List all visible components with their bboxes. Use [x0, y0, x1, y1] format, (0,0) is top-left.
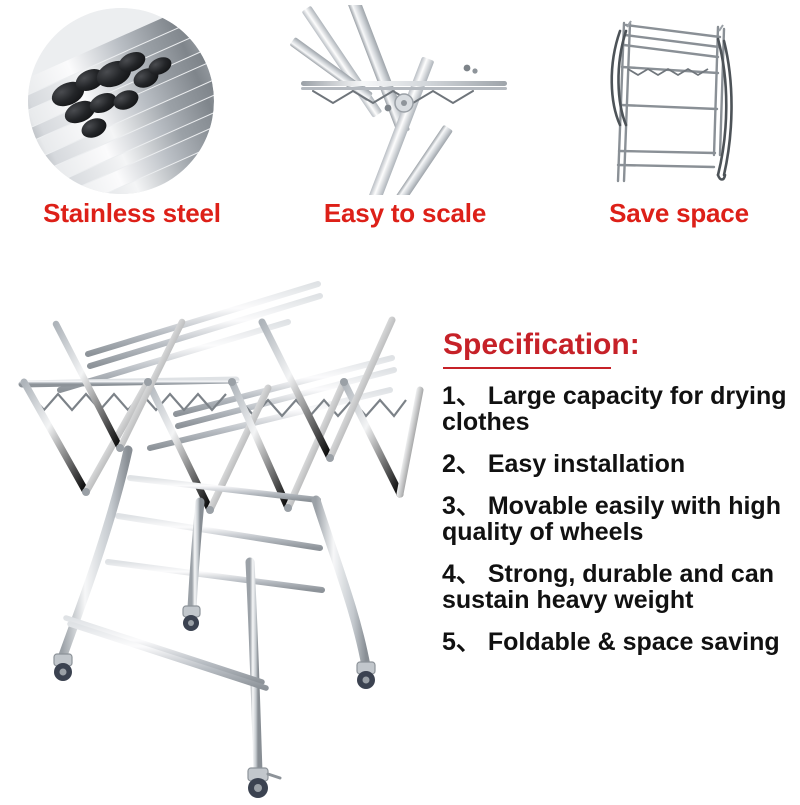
feature-cell-stainless-steel: Stainless steel — [0, 0, 272, 256]
feature-row: Stainless steel — [0, 0, 800, 256]
steel-tubes-illustration — [28, 8, 214, 194]
specification-title: Specification: — [443, 328, 640, 361]
feature-cell-save-space: Save space — [536, 0, 800, 256]
drying-rack-illustration — [18, 281, 424, 798]
spec-item-4: 4、 Strong, durable and can sustain heavy… — [442, 560, 774, 614]
stainless-steel-art — [0, 0, 272, 200]
feature-cell-easy-to-scale: Easy to scale — [272, 0, 536, 256]
caster-wheel — [53, 653, 73, 681]
spec-item-5: 5、 Foldable & space saving — [442, 628, 780, 656]
caster-wheel — [182, 605, 201, 631]
specification-underline — [443, 367, 611, 369]
save-space-art — [536, 0, 800, 200]
caster-wheel — [247, 767, 282, 798]
specification-panel: Specification: 1、 Large capacity for dry… — [440, 330, 792, 702]
feature-caption-easy-to-scale: Easy to scale — [323, 198, 487, 228]
stainless-steel-tubes-photo — [28, 8, 214, 194]
feature-caption-save-space: Save space — [609, 198, 749, 228]
folded-rack-photo — [610, 20, 733, 183]
spec-item-3: 3、 Movable easily with high quality of w… — [442, 492, 781, 546]
spec-item-1: 1、 Large capacity for drying clothes — [442, 382, 787, 436]
spec-item-2: 2、 Easy installation — [442, 450, 686, 478]
feature-caption-stainless-steel: Stainless steel — [43, 198, 221, 228]
easy-to-scale-art — [272, 0, 536, 200]
specification-list: 1、 Large capacity for drying clothes 2、 … — [440, 383, 792, 655]
scissor-frame-mechanism-photo — [290, 5, 507, 195]
caster-wheel — [356, 661, 376, 689]
clothes-drying-rack-photo — [0, 262, 432, 800]
